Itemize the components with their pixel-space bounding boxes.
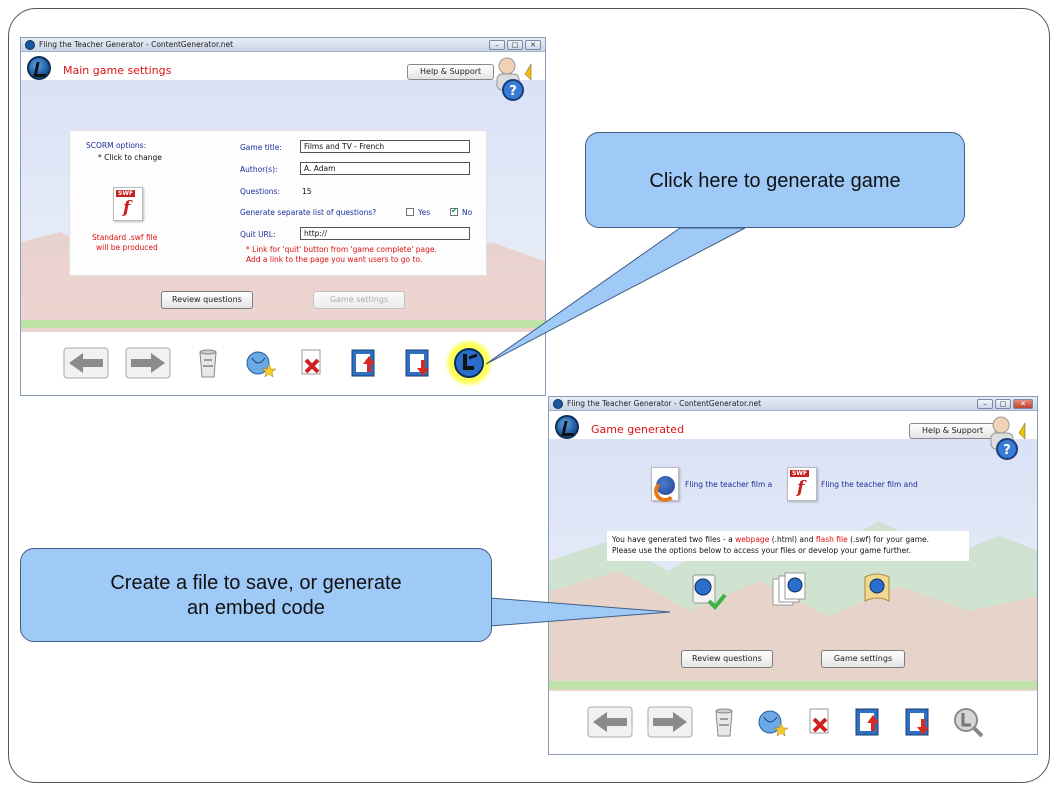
generation-info: You have generated two files - a webpage…: [607, 531, 969, 561]
info-line2: Please use the options below to access y…: [612, 546, 911, 555]
minimize-button[interactable]: –: [489, 39, 505, 50]
quit-url-input[interactable]: http://: [300, 227, 470, 240]
app-icon: [25, 39, 35, 50]
bottom-toolbar: [549, 695, 1037, 751]
generate-callout: Click here to generate game: [585, 132, 965, 228]
page-title: Main game settings: [63, 64, 172, 77]
no-label: No: [462, 208, 473, 217]
scorm-options-label[interactable]: SCORM options:: [86, 141, 147, 150]
generate-callout-text: Click here to generate game: [649, 170, 901, 192]
scorm-hint: * Click to change: [98, 153, 162, 162]
settings-panel: SCORM options: * Click to change SWF f S…: [69, 130, 487, 276]
window-titlebar[interactable]: Fling the Teacher Generator - ContentGen…: [21, 38, 545, 52]
search-icon[interactable]: [951, 705, 985, 739]
maximize-button[interactable]: □: [995, 398, 1011, 409]
help-assistant-icon[interactable]: ?: [489, 56, 533, 102]
main-settings-window: Fling the Teacher Generator - ContentGen…: [20, 37, 546, 396]
game-generated-window: Fling the Teacher Generator - ContentGen…: [548, 396, 1038, 755]
yes-checkbox[interactable]: [406, 208, 414, 216]
page-title: Game generated: [591, 423, 685, 436]
swf-file-link[interactable]: Fling the teacher film and: [821, 480, 918, 489]
game-title-input[interactable]: Films and TV - French: [300, 140, 470, 153]
back-arrow-icon[interactable]: [63, 346, 109, 380]
back-arrow-icon[interactable]: [587, 705, 633, 739]
info-text: (.swf) for your game.: [847, 535, 929, 544]
close-button[interactable]: ✕: [1013, 398, 1033, 409]
window-client: Game generated Help & Support ? Fling th…: [549, 411, 1037, 754]
review-questions-button[interactable]: Review questions: [161, 291, 253, 309]
bottom-toolbar: [21, 336, 545, 392]
authors-label: Author(s):: [240, 165, 278, 174]
recycle-bin-icon[interactable]: [707, 705, 741, 739]
callout-line2: an embed code: [187, 597, 325, 619]
app-icon: [553, 398, 563, 409]
embed-code-icon[interactable]: [769, 571, 811, 611]
flash-glyph: f: [123, 198, 131, 218]
app-header: Main game settings Help & Support ?: [21, 52, 545, 101]
questions-label: Questions:: [240, 187, 280, 196]
flash-glyph: f: [797, 478, 805, 498]
yes-label: Yes: [418, 208, 431, 217]
callout-line1: Create a file to save, or generate: [110, 572, 402, 594]
help-support-button[interactable]: Help & Support: [909, 423, 997, 439]
minimize-button[interactable]: –: [977, 398, 993, 409]
game-title-label: Game title:: [240, 143, 282, 152]
review-questions-button[interactable]: Review questions: [681, 650, 773, 668]
maximize-button[interactable]: □: [507, 39, 523, 50]
questions-count: 15: [302, 187, 312, 196]
recycle-bin-icon[interactable]: [191, 346, 225, 380]
info-text: You have generated two files - a: [612, 535, 736, 544]
help-assistant-icon[interactable]: ?: [983, 415, 1027, 461]
window-title: Fling the Teacher Generator - ContentGen…: [39, 40, 234, 49]
info-webpage: webpage: [735, 535, 770, 544]
authors-input[interactable]: A. Adam: [300, 162, 470, 175]
game-settings-button[interactable]: Game settings: [313, 291, 405, 309]
quit-note-line2: Add a link to the page you want users to…: [246, 255, 423, 264]
info-line1: You have generated two files - a webpage…: [612, 534, 964, 545]
swf-file-icon[interactable]: SWF f: [113, 187, 143, 221]
info-text: (.html) and: [769, 535, 816, 544]
app-header: Game generated Help & Support ?: [549, 411, 1037, 460]
html-file-icon[interactable]: [651, 467, 679, 502]
web-star-icon[interactable]: [755, 705, 789, 739]
forward-arrow-icon[interactable]: [125, 346, 171, 380]
upload-file-icon[interactable]: [851, 705, 885, 739]
no-checkbox[interactable]: [450, 206, 458, 216]
generate-game-icon[interactable]: [452, 346, 486, 380]
web-star-icon[interactable]: [243, 346, 277, 380]
swf-tag: SWF: [116, 190, 136, 197]
info-flash: flash file: [815, 535, 848, 544]
svg-text:?: ?: [1003, 443, 1011, 458]
forward-arrow-icon[interactable]: [647, 705, 693, 739]
firefox-icon: [654, 476, 676, 502]
save-file-icon[interactable]: [687, 571, 727, 611]
window-titlebar[interactable]: Fling the Teacher Generator - ContentGen…: [549, 397, 1037, 411]
download-file-icon[interactable]: [901, 705, 935, 739]
separate-list-label: Generate separate list of questions?: [240, 208, 377, 217]
swf-file-icon[interactable]: SWF f: [787, 467, 817, 501]
scorm-note-line2: will be produced: [96, 243, 158, 252]
scorm-note-line1: Standard .swf file: [92, 233, 158, 242]
delete-file-icon[interactable]: [803, 705, 837, 739]
scroll-certificate-icon[interactable]: [857, 569, 897, 609]
app-logo-icon: [27, 56, 51, 80]
help-support-button[interactable]: Help & Support: [407, 64, 495, 80]
quit-note-line1: * Link for 'quit' button from 'game comp…: [246, 245, 437, 254]
game-settings-button[interactable]: Game settings: [821, 650, 905, 668]
html-file-link[interactable]: Fling the teacher film a: [685, 480, 773, 489]
app-logo-icon: [555, 415, 579, 439]
download-file-icon[interactable]: [401, 346, 435, 380]
svg-text:?: ?: [509, 84, 517, 99]
save-embed-callout: Create a file to save, or generate an em…: [20, 548, 492, 642]
swf-tag: SWF: [790, 470, 810, 477]
save-embed-callout-text: Create a file to save, or generate an em…: [21, 571, 491, 621]
upload-file-icon[interactable]: [347, 346, 381, 380]
window-title: Fling the Teacher Generator - ContentGen…: [567, 399, 762, 408]
delete-file-icon[interactable]: [295, 346, 329, 380]
window-client: Main game settings Help & Support ? SCOR…: [21, 52, 545, 395]
quit-url-label: Quit URL:: [240, 230, 276, 239]
close-button[interactable]: ✕: [525, 39, 541, 50]
